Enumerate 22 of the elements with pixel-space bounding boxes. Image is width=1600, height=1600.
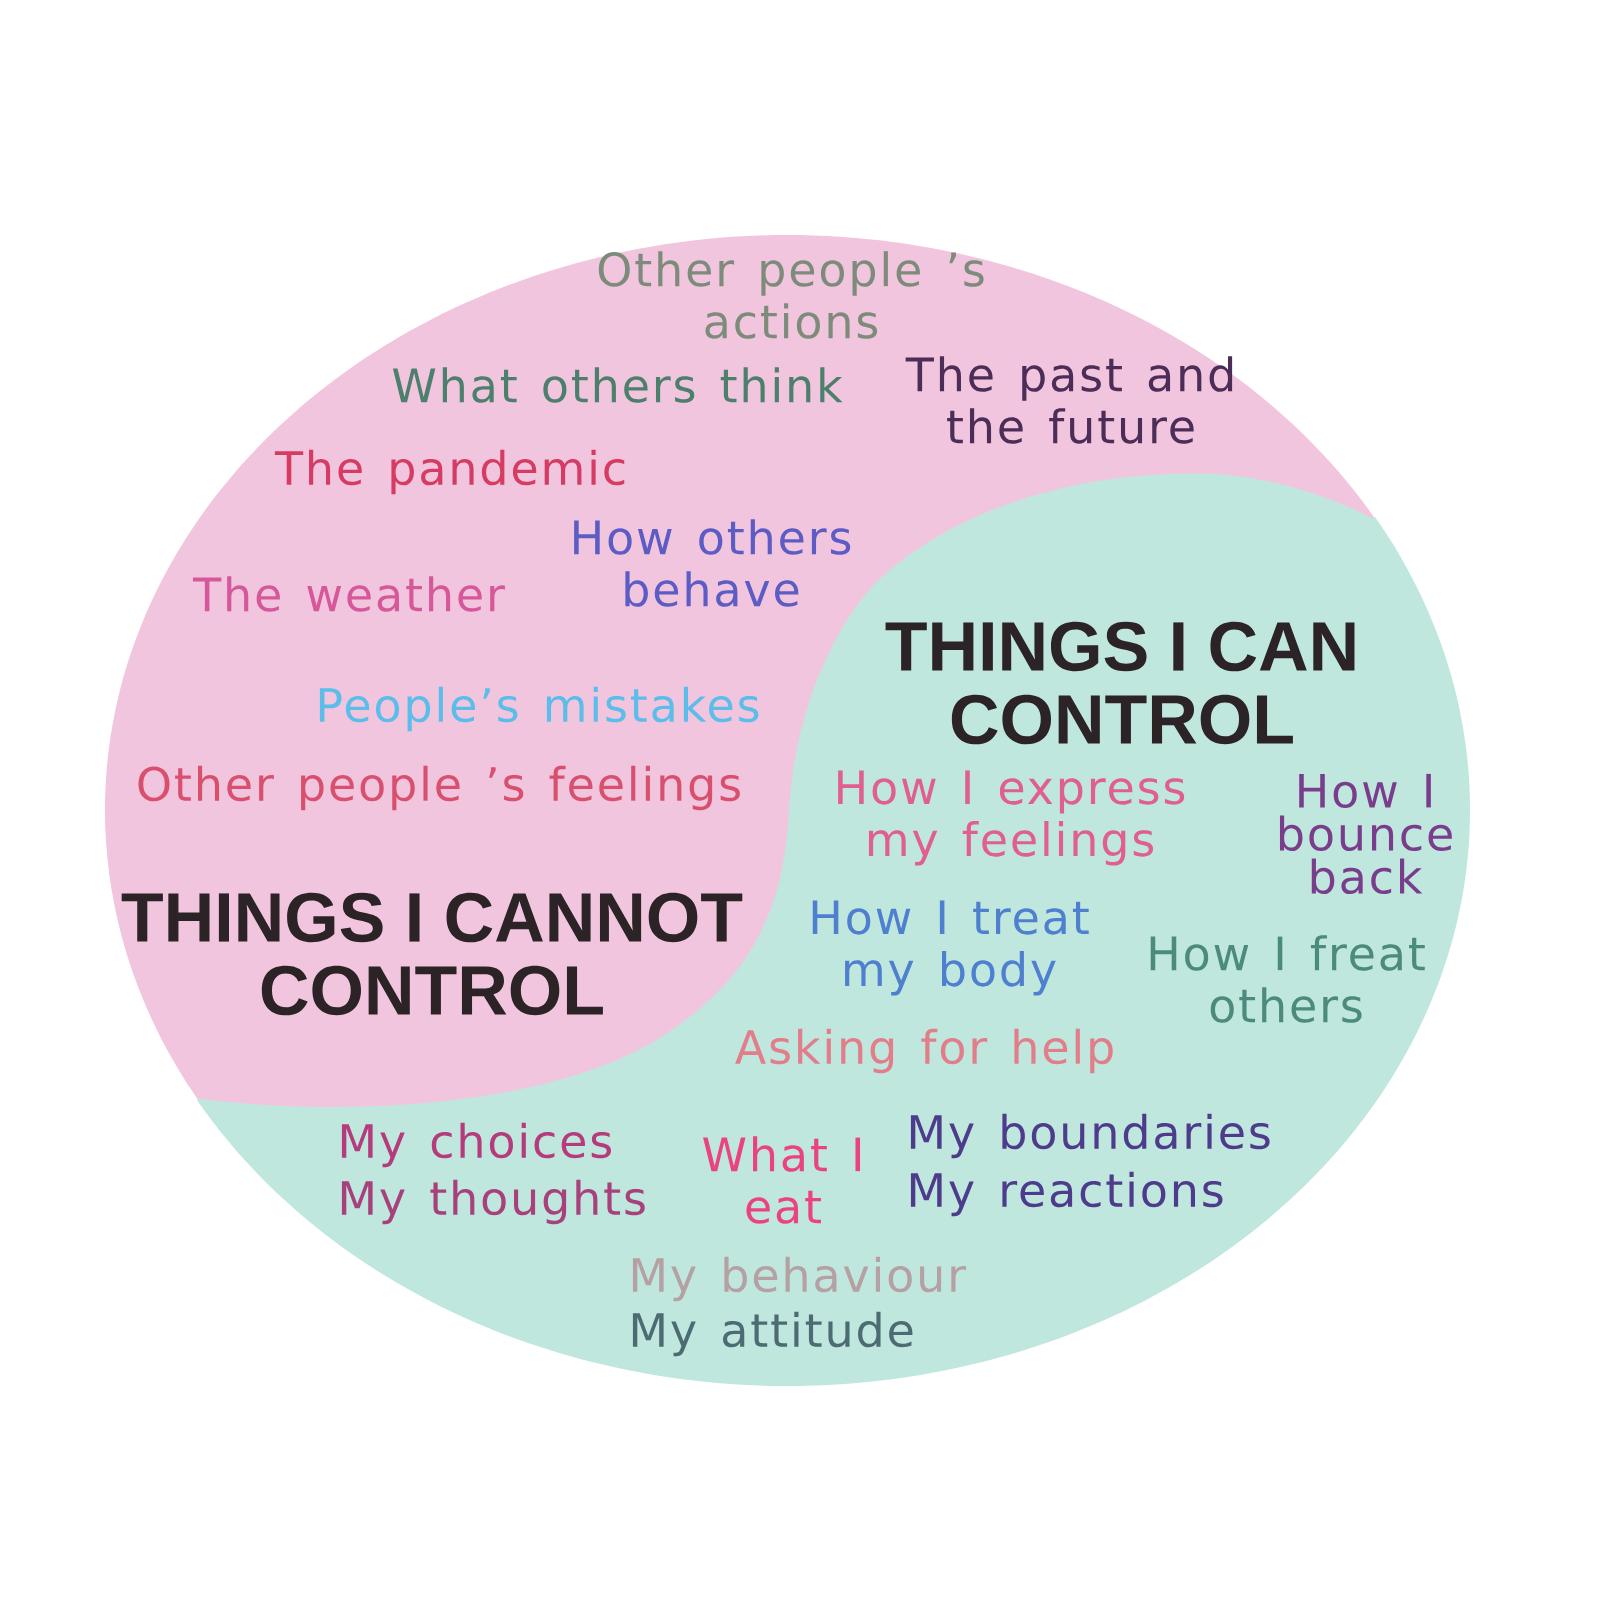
item-text: My thoughts (341, 1179, 645, 1225)
item-text: My attitude (632, 1311, 913, 1357)
item-text: My behaviour (632, 1256, 967, 1302)
item-text: The past and the future (905, 356, 1233, 444)
item-text: What others think (392, 367, 843, 403)
item-text: People’s mistakes (319, 686, 759, 732)
heading: THINGS I CANNOT CONTROL (121, 892, 743, 1016)
item-text: How others behave (574, 519, 851, 607)
item-text: The pandemic (274, 449, 625, 495)
item-text: How I treat my body (812, 900, 1089, 996)
heading: THINGS I CAN CONTROL (885, 621, 1355, 745)
item-text: The weather (192, 576, 505, 612)
item-text: How I freat others (1150, 935, 1425, 1023)
item-text: My reactions (910, 1171, 1223, 1217)
item-text: Other people ’s feelings (138, 765, 740, 811)
item-text: My boundaries (910, 1113, 1270, 1159)
item-text: What I eat (703, 1136, 861, 1224)
item-text: Asking for help (735, 1028, 1113, 1074)
item-text: My choices (341, 1122, 611, 1168)
item-text: How I bounce back (1279, 773, 1452, 895)
item-text: Other people ’s actions (598, 251, 984, 339)
item-text: How I express my feelings (838, 770, 1185, 866)
